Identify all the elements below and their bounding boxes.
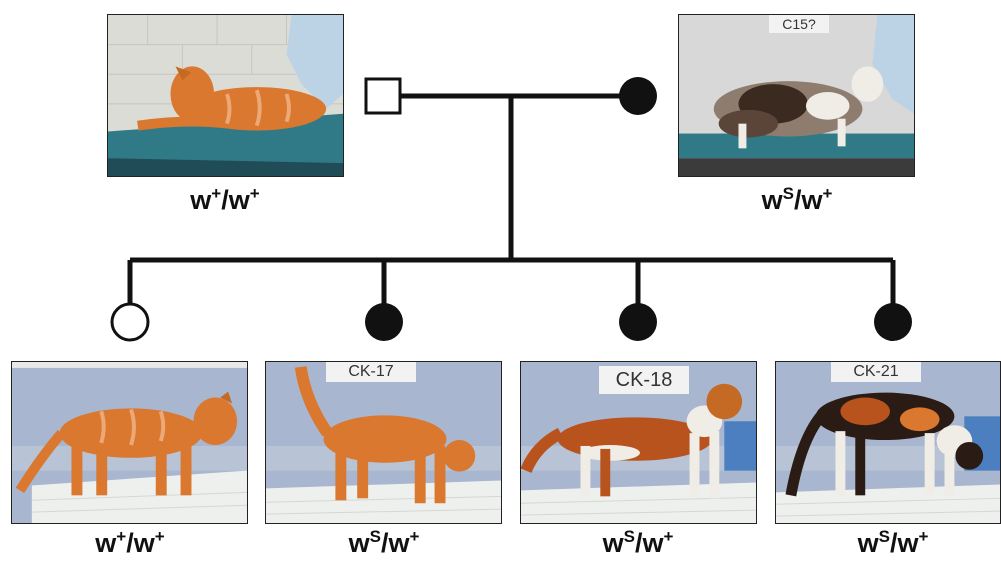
offspring-4-card: CK-21 xyxy=(831,362,921,382)
offspring-2-symbol xyxy=(365,303,403,341)
offspring-4-photo: CK-21 xyxy=(775,361,1001,524)
offspring-4-genotype: wS/w+ xyxy=(857,527,929,558)
dam-genotype: wS/w+ xyxy=(761,184,833,215)
dam-symbol xyxy=(619,77,657,115)
offspring-3-card: CK-18 xyxy=(599,366,689,394)
dam-photo: C15? xyxy=(678,14,915,177)
offspring-3-symbol xyxy=(619,303,657,341)
sire-genotype: w+/w+ xyxy=(190,184,260,215)
offspring-2-genotype: wS/w+ xyxy=(348,527,420,558)
offspring-4-symbol xyxy=(874,303,912,341)
sire-photo xyxy=(107,14,344,177)
offspring-1-photo xyxy=(11,361,248,524)
offspring-2-card: CK-17 xyxy=(326,362,416,382)
offspring-3-photo: CK-18 xyxy=(520,361,757,524)
offspring-2-photo: CK-17 xyxy=(265,361,502,524)
sire-symbol xyxy=(364,77,402,115)
offspring-1-symbol xyxy=(110,302,150,342)
offspring-1-genotype: w+/w+ xyxy=(95,527,165,558)
offspring-3-genotype: wS/w+ xyxy=(602,527,674,558)
dam-card: C15? xyxy=(769,15,829,33)
